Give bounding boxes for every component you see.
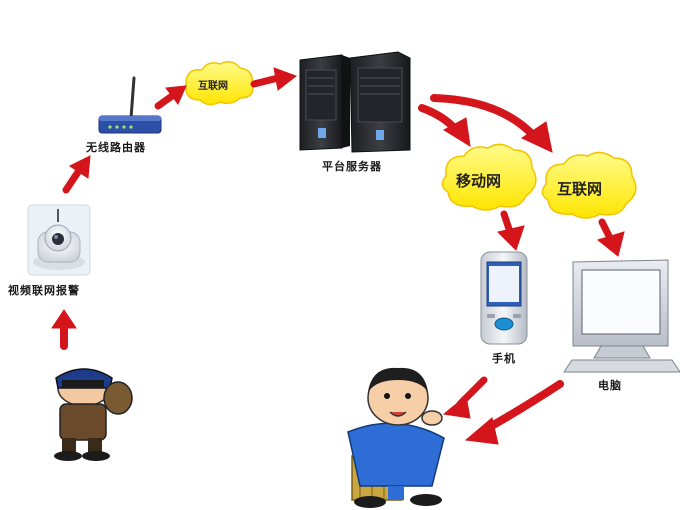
arrow-head: [442, 395, 471, 419]
cloud-internet-large: [541, 151, 637, 219]
arrow-camera-to-router: [62, 168, 82, 194]
camera-label: 视频联网报警: [8, 284, 80, 297]
phone-label: 手机: [492, 352, 516, 365]
computer-label: 电脑: [598, 379, 622, 392]
owner-character: [347, 367, 445, 508]
desktop-computer: [563, 259, 680, 373]
cloud-mobile-network: [441, 143, 537, 211]
arrows: [51, 67, 625, 445]
arrow-computer-to-owner: [484, 380, 564, 432]
arrow-head: [497, 225, 525, 251]
arrow-head: [51, 309, 77, 329]
arrow-head: [69, 155, 91, 179]
router-label: 无线路由器: [86, 141, 146, 154]
arrow-server-to-internet: [430, 94, 538, 140]
arrow-internet-to-computer: [598, 218, 614, 242]
arrow-cloud-to-server: [250, 74, 282, 88]
thief-character: [54, 368, 133, 461]
arrow-head: [165, 85, 187, 105]
cloud-internet-large-text: 互联网: [557, 180, 603, 198]
arrow-head: [520, 121, 553, 153]
camera-device: [27, 204, 91, 276]
arrow-head: [443, 117, 471, 147]
router-device: [98, 76, 162, 134]
cloud-mobile-network-text: 移动网: [456, 172, 502, 190]
cloud-internet-small-text: 互联网: [198, 81, 228, 92]
server-rack: [299, 51, 411, 153]
arrow-head: [464, 417, 499, 445]
server-label: 平台服务器: [322, 160, 382, 173]
arrow-head: [273, 67, 298, 91]
arrow-router-to-cloud: [154, 92, 176, 110]
mobile-phone: [480, 251, 528, 345]
arrow-head: [596, 231, 625, 257]
